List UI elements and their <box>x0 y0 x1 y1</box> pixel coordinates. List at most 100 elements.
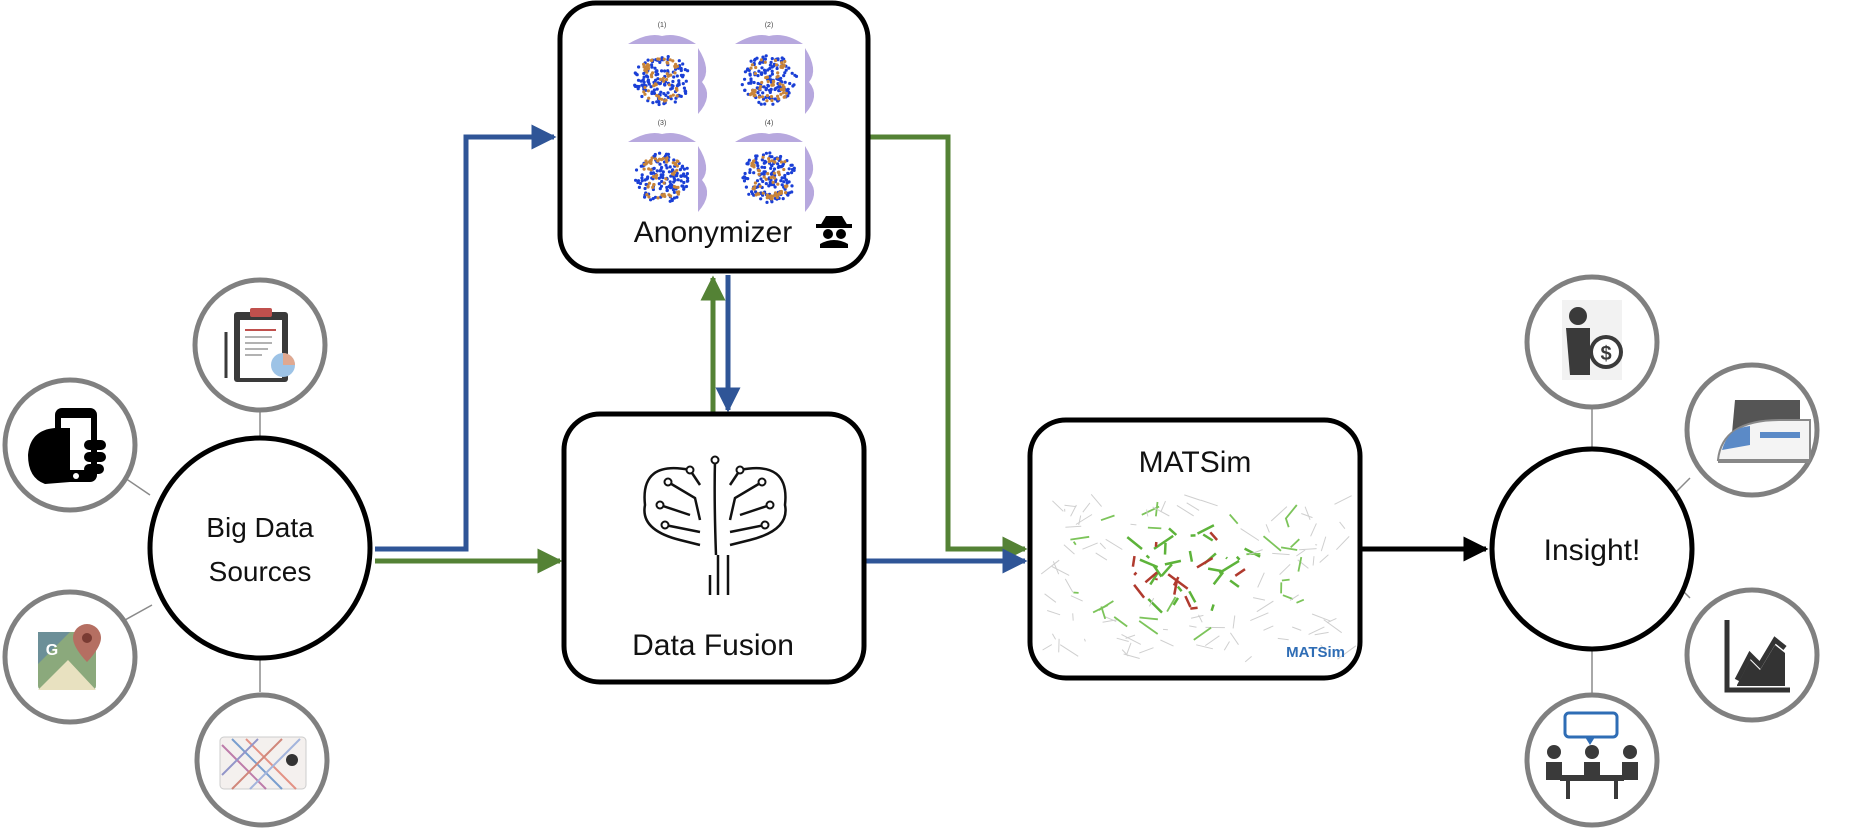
scatter-point <box>760 66 764 70</box>
big-data-label-line1: Big Data <box>206 512 314 543</box>
scatter-point <box>675 171 679 175</box>
scatter-point <box>752 80 756 85</box>
scatter-point <box>657 182 661 186</box>
scatter-point <box>638 181 643 186</box>
scatter-point <box>642 90 646 94</box>
scatter-point <box>755 179 760 183</box>
network-link <box>1257 572 1265 588</box>
scatter-point <box>673 100 677 104</box>
scatter-point <box>673 71 677 75</box>
scatter-point <box>759 71 763 76</box>
network-link <box>1072 613 1074 621</box>
scatter-point <box>761 179 765 184</box>
scatter-point <box>773 191 778 195</box>
scatter-point <box>752 165 756 169</box>
scatter-point <box>682 180 686 185</box>
scatter-point <box>756 74 760 78</box>
scatter-point <box>672 190 677 194</box>
scatter-point <box>781 91 786 95</box>
network-link <box>1319 554 1329 563</box>
scatter-point <box>782 63 786 67</box>
scatter-point <box>747 158 752 162</box>
scatter-point <box>658 60 662 64</box>
network-link <box>1070 595 1083 602</box>
network-link <box>1147 598 1163 614</box>
scatter-point <box>749 79 753 83</box>
scatter-point <box>769 95 774 99</box>
scatter-point <box>667 170 672 174</box>
scatter-point <box>675 64 680 68</box>
scatter-point <box>780 183 784 187</box>
scatter-point <box>642 71 646 76</box>
scatter-point <box>658 151 662 155</box>
scatter-point <box>761 91 765 95</box>
scatter-point <box>660 69 664 73</box>
scatter-point <box>672 75 676 79</box>
network-link <box>1207 567 1222 573</box>
network-link <box>1133 584 1146 599</box>
network-link <box>1051 633 1057 640</box>
scatter-point <box>637 185 642 189</box>
scatter-point <box>764 88 768 92</box>
source-transit-card <box>194 692 330 828</box>
scatter-point <box>770 171 774 176</box>
scatter-point <box>750 190 754 194</box>
scatter-point <box>646 58 650 62</box>
scatter-point <box>751 187 755 191</box>
scatter-point <box>681 73 685 77</box>
network-link <box>1090 493 1102 507</box>
scatter-point <box>764 54 768 58</box>
scatter-point <box>776 182 780 186</box>
scatter-point <box>650 156 654 160</box>
scatter-point <box>762 172 766 176</box>
scatter-point <box>652 91 656 95</box>
network-link <box>1190 606 1198 610</box>
network-link <box>1044 593 1057 603</box>
network-link <box>1290 538 1300 549</box>
scatter-point <box>641 78 645 82</box>
scatter-point <box>790 171 794 175</box>
scatter-point <box>790 71 794 75</box>
matsim-network-map <box>1040 493 1357 663</box>
scatter-point <box>783 176 787 180</box>
scatter-point <box>759 102 763 106</box>
scatter-point <box>746 161 750 165</box>
scatter-point <box>768 63 773 67</box>
network-link <box>1160 500 1166 513</box>
scatter-point <box>783 173 787 178</box>
scatter-point <box>671 93 675 97</box>
scatter-point <box>633 71 637 75</box>
scatter-point <box>647 181 652 185</box>
scatter-point <box>770 72 775 76</box>
scatter-point <box>784 191 788 195</box>
scatter-point <box>779 191 784 195</box>
scatter-point <box>763 102 767 106</box>
scatter-point <box>649 58 654 63</box>
network-link <box>1326 617 1337 624</box>
arrow-anonymizer-to-matsim <box>870 134 1028 562</box>
network-link <box>1337 645 1357 660</box>
scatter-point <box>672 196 677 200</box>
scatter-point <box>777 89 781 93</box>
scatter-point <box>668 58 672 62</box>
scatter-point <box>771 175 775 179</box>
scatter-point <box>662 181 666 185</box>
scatter-point <box>764 182 768 186</box>
network-link <box>1218 559 1240 575</box>
scatter-point <box>761 191 765 195</box>
network-link <box>1229 513 1239 525</box>
scatter-point <box>766 79 770 84</box>
scatter-point <box>787 91 791 95</box>
scatter-point <box>677 190 681 194</box>
scatter-point <box>650 65 654 69</box>
outcome-train <box>1684 362 1820 498</box>
network-link <box>1102 619 1118 623</box>
network-link <box>1052 500 1064 512</box>
scatter-point <box>766 83 770 87</box>
scatter-point <box>783 160 787 164</box>
network-link <box>1229 579 1240 588</box>
network-link <box>1308 626 1325 635</box>
network-link <box>1296 549 1306 557</box>
network-link <box>1190 614 1204 619</box>
